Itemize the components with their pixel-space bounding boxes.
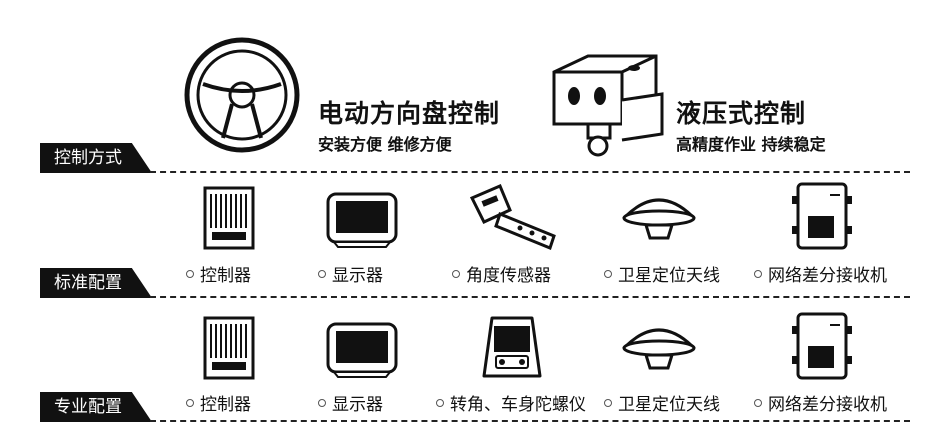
bullet-icon xyxy=(318,270,326,278)
rtk-receiver-icon xyxy=(792,182,852,250)
section-label-pro: 专业配置 xyxy=(40,392,152,422)
hydraulic-valve-icon xyxy=(552,54,664,157)
pro-item-display: 显示器 xyxy=(318,390,383,415)
standard-item-receiver: 网络差分接收机 xyxy=(754,261,887,286)
item-label-text: 角度传感器 xyxy=(466,266,551,286)
item-label-text: 卫星定位天线 xyxy=(618,395,720,415)
item-label-text: 网络差分接收机 xyxy=(768,395,887,415)
bullet-icon xyxy=(318,399,326,407)
pro-item-gyroscope: 转角、车身陀螺仪 xyxy=(436,390,586,415)
standard-item-angle-sensor: 角度传感器 xyxy=(452,261,551,286)
section-divider xyxy=(150,171,910,173)
method-subtitle-steering: 安装方便 维修方便 xyxy=(318,135,452,154)
method-title-hydraulic: 液压式控制 xyxy=(676,99,807,128)
section-label-control: 控制方式 xyxy=(40,143,152,173)
pro-item-antenna: 卫星定位天线 xyxy=(604,390,720,415)
item-label-text: 卫星定位天线 xyxy=(618,266,720,286)
item-label-text: 控制器 xyxy=(200,395,251,415)
display-icon xyxy=(326,322,398,378)
section-divider xyxy=(150,420,910,422)
rtk-receiver-icon xyxy=(792,312,852,380)
bullet-icon xyxy=(754,270,762,278)
bullet-icon xyxy=(186,270,194,278)
standard-item-antenna: 卫星定位天线 xyxy=(604,261,720,286)
bullet-icon xyxy=(604,399,612,407)
method-title-steering: 电动方向盘控制 xyxy=(318,99,501,128)
steering-wheel-icon xyxy=(184,37,300,153)
bullet-icon xyxy=(604,270,612,278)
standard-item-controller: 控制器 xyxy=(186,261,251,286)
item-label-text: 显示器 xyxy=(332,395,383,415)
item-label-text: 控制器 xyxy=(200,266,251,286)
gyroscope-icon xyxy=(482,316,542,378)
item-label-text: 网络差分接收机 xyxy=(768,266,887,286)
pro-item-receiver: 网络差分接收机 xyxy=(754,390,887,415)
bullet-icon xyxy=(436,399,444,407)
controller-icon xyxy=(203,316,255,380)
bullet-icon xyxy=(754,399,762,407)
display-icon xyxy=(326,192,398,248)
item-label-text: 显示器 xyxy=(332,266,383,286)
bullet-icon xyxy=(186,399,194,407)
angle-sensor-icon xyxy=(469,184,556,250)
bullet-icon xyxy=(452,270,460,278)
gnss-antenna-icon xyxy=(622,328,696,370)
item-label-text: 转角、车身陀螺仪 xyxy=(450,395,586,415)
pro-item-controller: 控制器 xyxy=(186,390,251,415)
section-divider xyxy=(150,296,910,298)
section-label-standard: 标准配置 xyxy=(40,268,152,298)
controller-icon xyxy=(203,186,255,250)
method-subtitle-hydraulic: 高精度作业 持续稳定 xyxy=(676,135,826,154)
standard-item-display: 显示器 xyxy=(318,261,383,286)
gnss-antenna-icon xyxy=(622,198,696,240)
